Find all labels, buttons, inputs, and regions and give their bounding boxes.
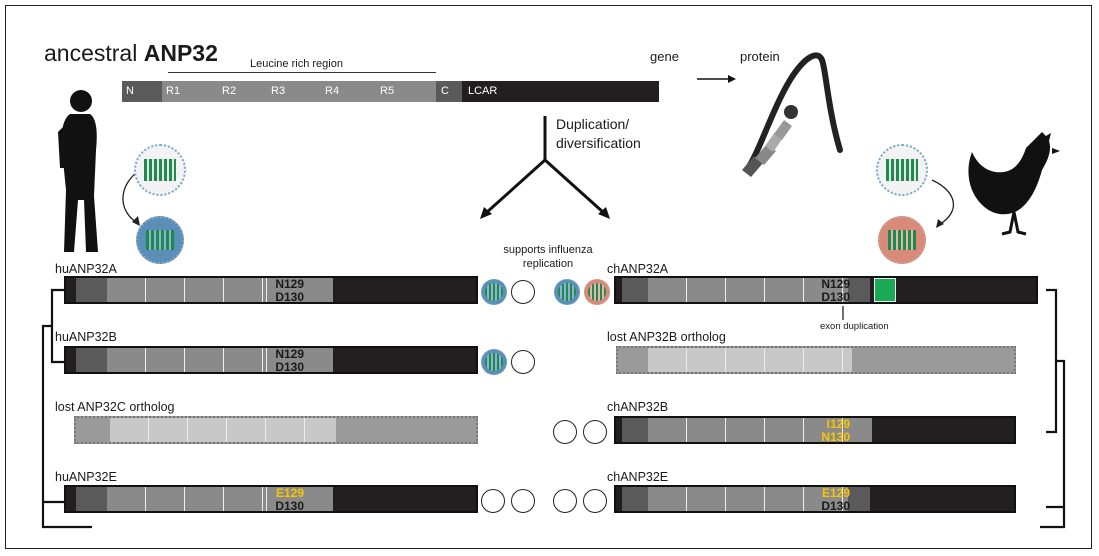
influenza-virion-icon bbox=[481, 349, 507, 375]
ch-anp32b-m130: N130 bbox=[821, 430, 850, 444]
supports-label-1: supports influenza bbox=[503, 244, 593, 256]
hu-anp32b-label: huANP32B bbox=[55, 330, 117, 344]
hu-anp32b-m129: N129 bbox=[275, 347, 304, 361]
hu-anp32e-bar bbox=[64, 485, 478, 513]
hu-anp32b-m130: D130 bbox=[275, 360, 304, 374]
seg-r5 bbox=[266, 278, 333, 302]
seg-lrr bbox=[648, 487, 848, 511]
domain-label-c: C bbox=[441, 85, 449, 97]
hu-anp32e-m130: D130 bbox=[275, 499, 304, 513]
empty-circle bbox=[481, 489, 505, 513]
hu-anp32a-label: huANP32A bbox=[55, 262, 117, 276]
chicken-paralog-bracket bbox=[1040, 288, 1066, 529]
figure-title: ancestral ANP32 bbox=[44, 40, 218, 67]
domain-label-r2: R2 bbox=[222, 85, 237, 97]
domain-label-r5: R5 bbox=[380, 85, 395, 97]
hu-anp32c-label: lost ANP32C ortholog bbox=[55, 400, 175, 414]
empty-circle bbox=[553, 489, 577, 513]
empty-circle bbox=[583, 420, 607, 444]
hu-anp32e-label: huANP32E bbox=[55, 470, 117, 484]
human-silhouette bbox=[58, 90, 98, 252]
empty-circle bbox=[583, 489, 607, 513]
hu-anp32a-m130: D130 bbox=[275, 290, 304, 304]
ch-anp32a-label: chANP32A bbox=[607, 262, 669, 276]
duplication-label-2: diversification bbox=[556, 135, 641, 151]
ch-anp32e-bar bbox=[614, 485, 1016, 513]
seg-r5 bbox=[266, 348, 333, 372]
hu-anp32a-bar bbox=[64, 276, 478, 304]
ch-anp32b-lost-label: lost ANP32B ortholog bbox=[607, 330, 726, 344]
empty-circle bbox=[511, 350, 535, 374]
ch-anp32b-lost-bar bbox=[616, 346, 1016, 374]
hu-anp32b-bar bbox=[64, 346, 478, 374]
empty-circle bbox=[511, 280, 535, 304]
seg-lrr bbox=[648, 278, 848, 302]
seg-n bbox=[622, 418, 648, 442]
domain-label-r3: R3 bbox=[271, 85, 286, 97]
duplication-arrows bbox=[484, 116, 606, 215]
lrr-bracket-line bbox=[168, 72, 436, 73]
domain-label-n: N bbox=[126, 85, 134, 97]
title-bold: ANP32 bbox=[143, 40, 218, 66]
domain-lrr bbox=[162, 81, 436, 102]
figure-frame bbox=[5, 5, 1092, 549]
seg-lrr bbox=[648, 418, 872, 442]
ch-anp32b-label: chANP32B bbox=[607, 400, 669, 414]
protein-label: protein bbox=[740, 49, 780, 64]
influenza-virion-icon bbox=[481, 279, 507, 305]
ch-anp32e-m129: E129 bbox=[821, 486, 850, 500]
influenza-virion-chicken-large bbox=[876, 144, 928, 196]
influenza-virion-human-large bbox=[134, 144, 186, 196]
exon-duplication-label: exon duplication bbox=[820, 321, 889, 332]
seg-n bbox=[76, 278, 107, 302]
hu-anp32a-m129: N129 bbox=[275, 277, 304, 291]
influenza-virion-icon bbox=[554, 279, 580, 305]
influenza-virion-icon bbox=[584, 279, 610, 305]
ch-anp32e-label: chANP32E bbox=[607, 470, 669, 484]
empty-circle bbox=[553, 420, 577, 444]
anp32-protein-drawing bbox=[742, 52, 843, 177]
influenza-virion-chicken-large-2 bbox=[878, 216, 926, 264]
seg-n bbox=[622, 487, 648, 511]
seg-lrr bbox=[648, 348, 852, 372]
hu-anp32e-m129: E129 bbox=[275, 486, 304, 500]
duplication-label-1: Duplication/ bbox=[556, 116, 630, 132]
domain-label-r1: R1 bbox=[166, 85, 181, 97]
supports-label-2: replication bbox=[522, 258, 574, 270]
chicken-silhouette bbox=[968, 132, 1060, 236]
seg-c bbox=[848, 278, 870, 302]
seg-lrr bbox=[110, 418, 336, 442]
ch-anp32a-bar bbox=[614, 276, 1038, 304]
ch-anp32a-m129: N129 bbox=[821, 277, 850, 291]
domain-c bbox=[436, 81, 462, 102]
arrow-head-left bbox=[480, 207, 492, 219]
domain-label-r4: R4 bbox=[325, 85, 340, 97]
gene-protein-arrow bbox=[697, 75, 736, 83]
seg-n bbox=[76, 348, 107, 372]
seg-c bbox=[848, 487, 870, 511]
chicken-curve-arrow bbox=[931, 179, 955, 225]
hu-anp32c-lost-bar bbox=[74, 416, 478, 444]
seg-r5 bbox=[266, 487, 333, 511]
ancestral-domain-bar bbox=[122, 81, 659, 102]
gene-label: gene bbox=[650, 49, 679, 64]
ch-anp32b-m129: I129 bbox=[826, 417, 850, 431]
arrow-head-right bbox=[598, 207, 610, 219]
ch-anp32a-m130: D130 bbox=[821, 290, 850, 304]
influenza-virion-human-large-2 bbox=[136, 216, 184, 264]
lrr-label: Leucine rich region bbox=[250, 58, 343, 70]
human-paralog-bracket bbox=[41, 288, 92, 529]
title-prefix: ancestral bbox=[44, 40, 144, 66]
exon-duplication-segment bbox=[874, 278, 896, 302]
domain-n bbox=[122, 81, 162, 102]
seg-n bbox=[76, 487, 107, 511]
domain-label-lcar: LCAR bbox=[468, 85, 498, 97]
seg-n bbox=[622, 278, 648, 302]
ch-anp32e-m130: D130 bbox=[821, 499, 850, 513]
empty-circle bbox=[511, 489, 535, 513]
ch-anp32b-bar bbox=[614, 416, 1016, 444]
